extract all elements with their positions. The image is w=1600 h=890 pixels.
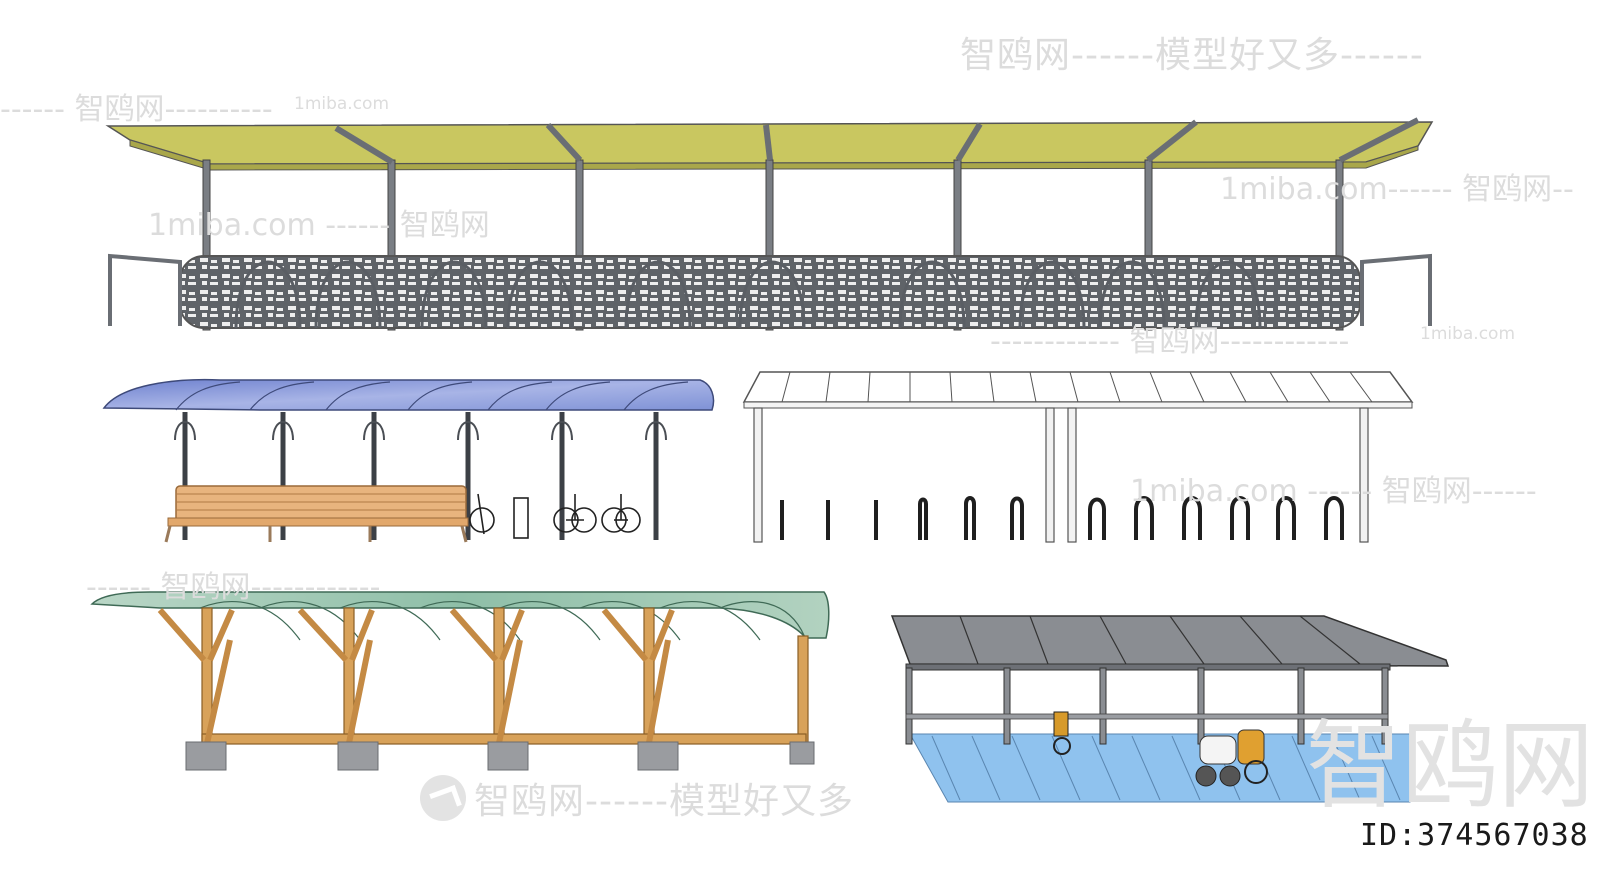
- model-id-label: ID:374567038: [1360, 818, 1589, 853]
- bike-stands: [780, 496, 1344, 540]
- wooden-bench: [164, 485, 469, 543]
- shelter-dark-roof: [890, 615, 1450, 803]
- bike-hoops: [234, 260, 1262, 329]
- perforated-panel: [179, 255, 1361, 329]
- white-shelter-posts: [753, 407, 1369, 543]
- yellow-shelter-brackets: [334, 117, 1420, 165]
- parked-scooters: [1053, 711, 1268, 787]
- concrete-footings: [185, 741, 815, 771]
- shelter-blue-canopy: [102, 378, 715, 543]
- shelter-white-canopy: [742, 371, 1414, 543]
- blue-roof: [102, 378, 715, 411]
- blue-floor: [909, 733, 1411, 803]
- dark-roof: [890, 615, 1450, 667]
- parked-bicycles: [469, 493, 641, 539]
- end-rails: [108, 253, 1432, 326]
- white-roof: [742, 371, 1414, 403]
- dark-shelter-posts: [905, 667, 1389, 745]
- shelter-green-timber: [90, 591, 830, 771]
- shelter-yellow-canopy: [105, 117, 1434, 331]
